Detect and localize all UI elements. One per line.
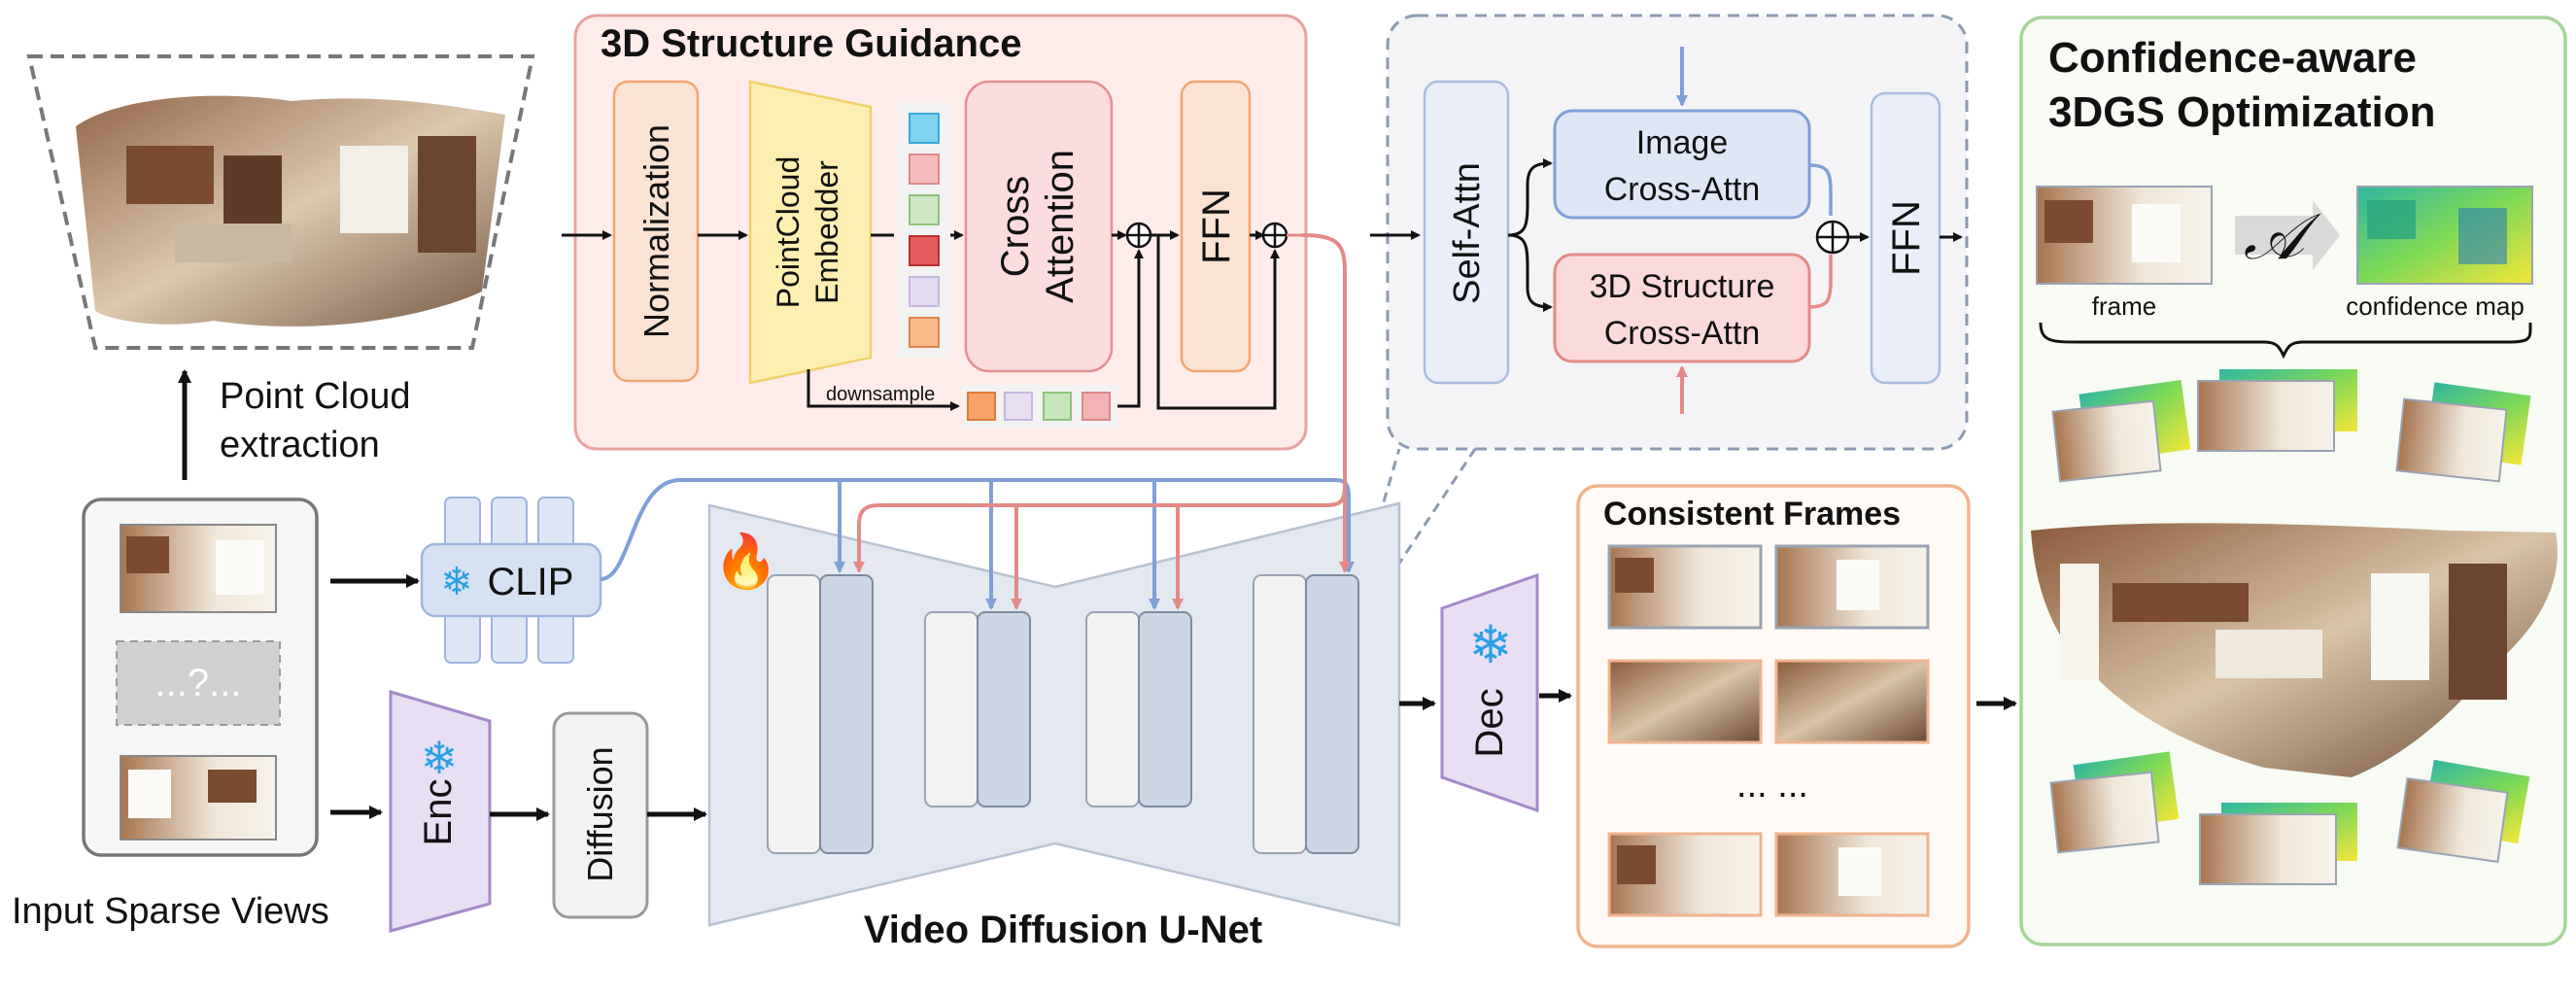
confidence-title-2: 3DGS Optimization bbox=[2048, 88, 2435, 136]
structure-cross-attn-label-1: 3D Structure bbox=[1590, 268, 1775, 305]
frame-stack-2 bbox=[2197, 369, 2357, 452]
cross-attention-label-2: Attention bbox=[1039, 150, 1082, 303]
frames-grid bbox=[1607, 544, 1930, 917]
token-4 bbox=[909, 235, 940, 266]
clip-block: ❄ CLIP bbox=[420, 497, 602, 664]
token-6 bbox=[909, 317, 940, 348]
clip-freeze-icon: ❄ bbox=[440, 561, 473, 603]
token-3 bbox=[909, 194, 940, 225]
image-cross-attn-label-2: Cross-Attn bbox=[1604, 171, 1761, 208]
pointcloud-embedder-block bbox=[748, 80, 873, 385]
frames-ellipsis: ... ... bbox=[1736, 765, 1808, 806]
ffn-right-label: FFN bbox=[1885, 200, 1928, 276]
frame-stack-6 bbox=[2396, 759, 2530, 864]
confidence-title-1: Confidence-aware bbox=[2048, 34, 2417, 82]
consistent-frames-panel: Consistent Frames ... ... bbox=[1576, 484, 1971, 948]
down-token-1 bbox=[967, 392, 996, 421]
diffusion-label: Diffusion bbox=[580, 746, 620, 881]
normalization-label: Normalization bbox=[636, 124, 676, 338]
attention-detail-panel: Self-Attn Image Cross-Attn 3D Structure … bbox=[1370, 14, 1969, 451]
down-token-3 bbox=[1043, 392, 1072, 421]
token-column-bg bbox=[898, 103, 950, 358]
structure-guidance-panel: 3D Structure Guidance Normalization Poin… bbox=[562, 14, 1308, 451]
confidence-map-caption: confidence map bbox=[2346, 292, 2524, 321]
unet-stage-3a bbox=[1085, 611, 1140, 807]
input-view-unknown bbox=[116, 640, 281, 726]
downsample-label: downsample bbox=[826, 384, 935, 405]
diffusion-block: Diffusion bbox=[552, 711, 649, 919]
frame-thumb-4 bbox=[1774, 659, 1930, 744]
unet-title: Video Diffusion U-Net bbox=[864, 909, 1262, 951]
unet-stage-1a bbox=[767, 574, 821, 854]
unet-stage-2a bbox=[924, 611, 979, 807]
cross-attention-block bbox=[964, 80, 1114, 373]
unet-stage-1b bbox=[819, 574, 874, 854]
frame-stack-3 bbox=[2395, 382, 2531, 483]
pointcloud-embedder-label-2: Embedder bbox=[809, 160, 844, 304]
structure-guidance-title: 3D Structure Guidance bbox=[601, 22, 1021, 65]
ffn-left-label: FFN bbox=[1195, 189, 1238, 264]
self-attn-label: Self-Attn bbox=[1447, 162, 1488, 304]
unet-block: 🔥 bbox=[707, 501, 1401, 927]
point-cloud-image bbox=[26, 54, 535, 350]
input-sparse-views: ...?... bbox=[82, 498, 319, 857]
down-token-2 bbox=[1004, 392, 1033, 421]
decoder-block: ❄ Dec bbox=[1440, 572, 1539, 813]
unet-stage-4b bbox=[1305, 574, 1359, 854]
ffn-left-block bbox=[1180, 80, 1252, 373]
image-cross-attn-label-1: Image bbox=[1636, 124, 1729, 161]
self-attn-block bbox=[1423, 80, 1510, 385]
frame-caption: frame bbox=[2092, 292, 2156, 321]
cross-attention-label-1: Cross bbox=[994, 176, 1037, 277]
token-5 bbox=[909, 276, 940, 307]
input-sparse-views-label: Input Sparse Views bbox=[12, 891, 329, 932]
normalization-block bbox=[612, 80, 700, 383]
encoder-block: ❄ Enc bbox=[389, 689, 492, 933]
point-cloud-extraction-label-2: extraction bbox=[220, 425, 380, 465]
frame-stack-1 bbox=[2051, 379, 2191, 483]
decoder-label: Dec bbox=[1468, 688, 1511, 757]
pointcloud-embedder-label-1: PointCloud bbox=[771, 156, 806, 309]
token-1 bbox=[909, 113, 940, 144]
token-column bbox=[909, 113, 940, 348]
unet-stage-2b bbox=[977, 611, 1031, 807]
unet-stage-3b bbox=[1138, 611, 1192, 807]
down-token-4 bbox=[1082, 392, 1111, 421]
token-2 bbox=[909, 154, 940, 185]
decoder-freeze-icon: ❄ bbox=[1468, 616, 1512, 674]
point-cloud-extraction-label-1: Point Cloud bbox=[220, 376, 410, 417]
encoder-freeze-icon: ❄ bbox=[421, 733, 459, 783]
encoder-label: Enc bbox=[417, 779, 460, 846]
unknown-view-label: ...?... bbox=[155, 662, 242, 704]
structure-cross-attn-label-2: Cross-Attn bbox=[1604, 315, 1761, 352]
clip-label: CLIP bbox=[488, 561, 574, 603]
frame-thumb-3 bbox=[1607, 659, 1763, 744]
frame-stack-5 bbox=[2199, 803, 2357, 885]
consistent-frames-title: Consistent Frames bbox=[1603, 496, 1901, 532]
frame-stack-4 bbox=[2049, 751, 2180, 854]
confidence-panel: Confidence-aware 3DGS Optimization 𝒜 fra… bbox=[2019, 16, 2567, 946]
unet-stage-4a bbox=[1253, 574, 1307, 854]
gaussian-reconstruction bbox=[2031, 523, 2558, 777]
